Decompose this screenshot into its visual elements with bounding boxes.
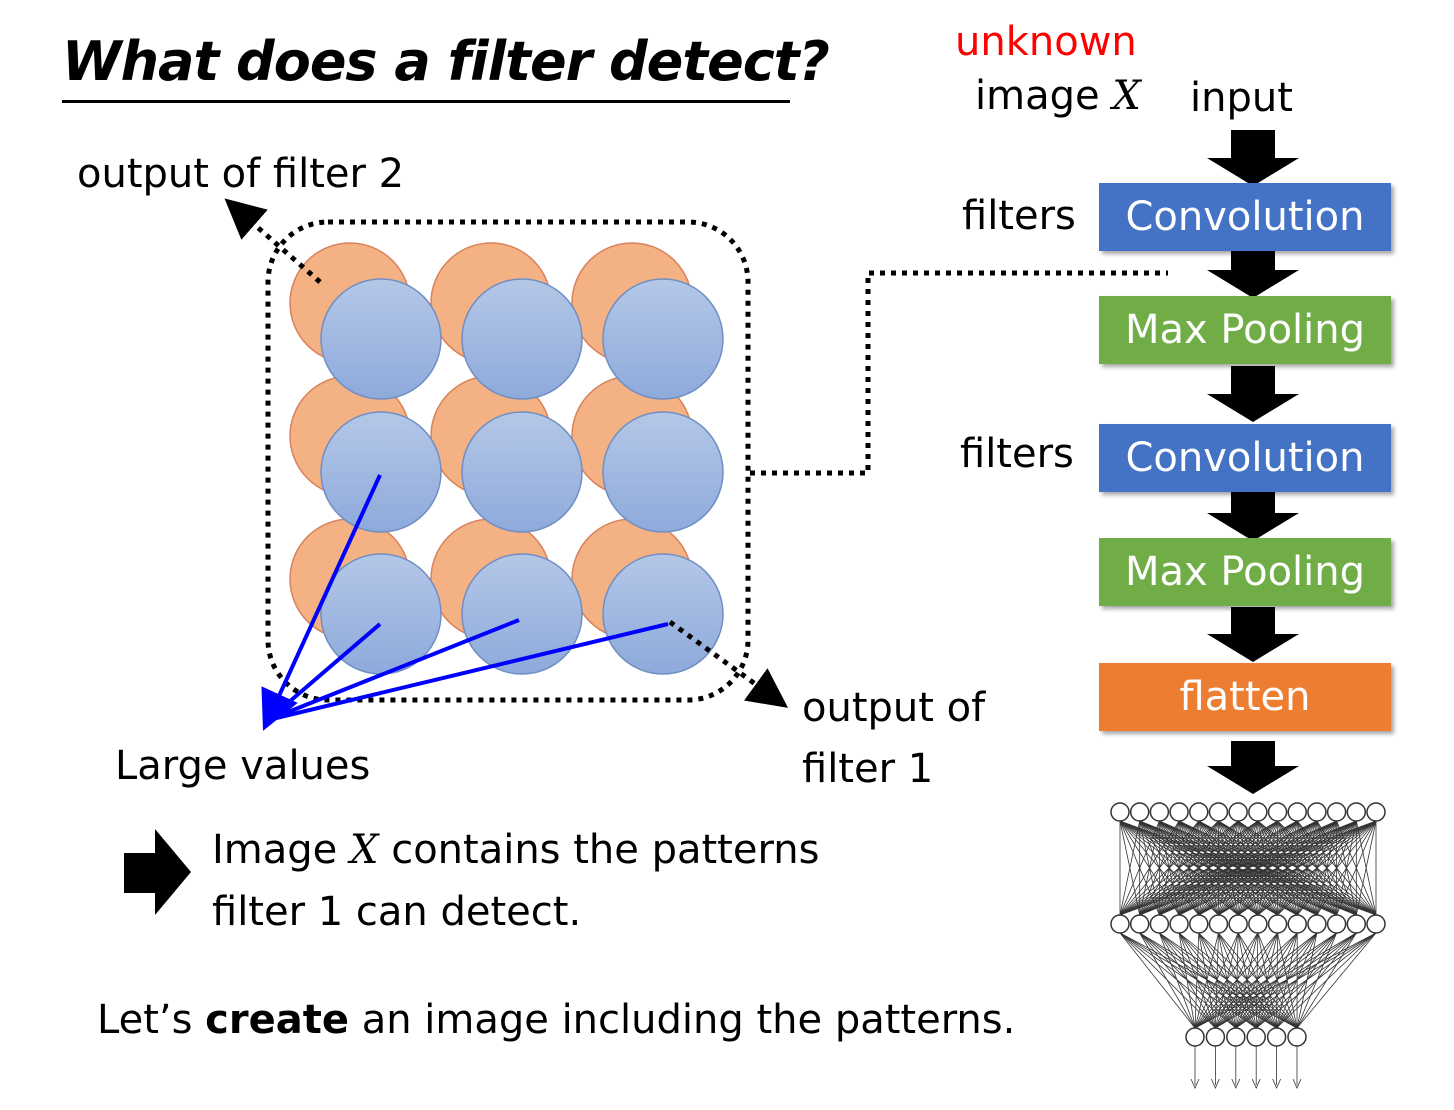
- network-node: [1307, 914, 1327, 934]
- network-node: [1307, 802, 1327, 822]
- feature-map-frame: [265, 219, 751, 703]
- filter1-output: [320, 411, 442, 533]
- network-node: [1129, 802, 1150, 822]
- filter2-pointer: [224, 198, 322, 284]
- conclusion-line-1: Image X contains the patterns: [212, 827, 820, 873]
- network-node: [1366, 802, 1386, 822]
- network-node: [1266, 1027, 1287, 1047]
- filter1-pointer: [668, 619, 789, 708]
- create-sentence: Let’s create an image including the patt…: [97, 997, 1016, 1043]
- network-node: [1246, 1027, 1266, 1047]
- filter1-output-circles: [320, 278, 724, 675]
- output-of-label: output of: [802, 685, 986, 731]
- network-node: [1248, 914, 1268, 934]
- network-node: [1346, 802, 1367, 822]
- network-node: [1287, 914, 1307, 934]
- convolution-block-2: Convolution: [1099, 424, 1391, 492]
- output-filter2-label: output of filter 2: [77, 151, 405, 197]
- input-label: input: [1190, 75, 1293, 121]
- pipeline-arrows: [1207, 130, 1299, 794]
- network-node: [1169, 914, 1189, 934]
- network-node: [1208, 802, 1229, 822]
- convolution-block-1: Convolution: [1099, 183, 1391, 251]
- network-node: [1208, 914, 1229, 934]
- image-x-label: image X: [975, 73, 1141, 119]
- pipeline-connector: [750, 270, 1168, 476]
- network-node: [1185, 1027, 1205, 1047]
- network-node: [1228, 914, 1248, 934]
- filter1-output: [461, 278, 583, 400]
- network-node: [1110, 914, 1130, 934]
- network-node: [1226, 1027, 1246, 1047]
- filters-label-1: filters: [962, 193, 1076, 239]
- network-node: [1267, 914, 1288, 934]
- unknown-label: unknown: [955, 19, 1137, 65]
- filter1-output: [602, 411, 724, 533]
- filter1-output: [320, 553, 442, 675]
- large-value-arrows: [261, 474, 669, 731]
- network-node: [1129, 914, 1150, 934]
- network-node: [1346, 914, 1367, 934]
- fully-connected-network: [1110, 802, 1386, 1089]
- filter1-output: [320, 278, 442, 400]
- network-node: [1149, 914, 1170, 934]
- network-node: [1267, 802, 1288, 822]
- title-underline: [62, 100, 790, 103]
- network-node: [1189, 914, 1209, 934]
- network-node: [1110, 802, 1130, 822]
- network-node: [1326, 914, 1347, 934]
- filter1-output: [461, 411, 583, 533]
- max-pooling-block-1: Max Pooling: [1099, 296, 1391, 364]
- network-node: [1189, 802, 1209, 822]
- network-node: [1326, 802, 1347, 822]
- slide-title: What does a filter detect?: [62, 30, 830, 93]
- network-node: [1205, 1027, 1226, 1047]
- filter1-output: [461, 553, 583, 675]
- network-node: [1366, 914, 1386, 934]
- large-values-label: Large values: [115, 743, 371, 789]
- filters-label-2: filters: [960, 431, 1074, 477]
- network-node: [1228, 802, 1248, 822]
- network-node: [1287, 802, 1307, 822]
- filter1-output: [602, 278, 724, 400]
- network-node: [1149, 802, 1170, 822]
- network-node: [1169, 802, 1189, 822]
- filter1-output: [602, 553, 724, 675]
- flatten-block: flatten: [1099, 663, 1391, 731]
- network-node: [1287, 1027, 1307, 1047]
- network-node: [1248, 802, 1268, 822]
- max-pooling-block-2: Max Pooling: [1099, 538, 1391, 606]
- conclusion-arrow-icon: [124, 829, 191, 915]
- conclusion-line-2: filter 1 can detect.: [212, 889, 582, 935]
- filter1-label: filter 1: [802, 746, 934, 792]
